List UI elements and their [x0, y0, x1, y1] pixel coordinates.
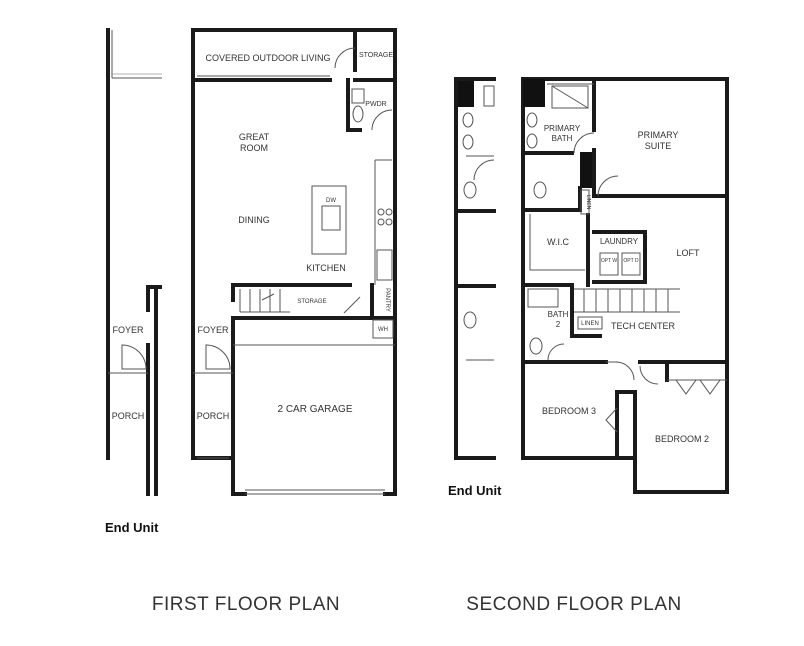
second-floor-neighbor-unit — [454, 77, 496, 460]
bedroom2-label: BEDROOM 2 — [655, 434, 709, 444]
garage-label: 2 CAR GARAGE — [277, 404, 352, 415]
neighbor-porch-label: PORCH — [112, 411, 145, 421]
tech-center-label: TECH CENTER — [611, 321, 676, 331]
dw-label: DW — [326, 198, 336, 204]
first-floor-labels: COVERED OUTDOOR LIVING STORAGE PWDR GREA… — [112, 52, 394, 421]
linen-label: LINEN — [581, 321, 599, 327]
first-floor-end-unit — [191, 28, 397, 496]
opt-w-label: OPT W — [601, 258, 618, 264]
linen-closet — [577, 316, 603, 330]
bath2-label-1: BATH — [548, 310, 569, 319]
second-floor-unit-label: End Unit — [448, 483, 502, 498]
great-room-label-2: ROOM — [240, 143, 268, 153]
primary-bath-label-1: PRIMARY — [544, 124, 581, 133]
neighbor-foyer-label: FOYER — [112, 325, 144, 335]
storage-stair-label: STORAGE — [297, 299, 326, 305]
pantry-label: PANTRY — [384, 288, 390, 312]
dining-label: DINING — [238, 215, 270, 225]
porch-label: PORCH — [197, 411, 230, 421]
primary-suite-label-1: PRIMARY — [638, 130, 679, 140]
first-floor-unit-label: End Unit — [105, 520, 159, 535]
kitchen-label: KITCHEN — [306, 263, 346, 273]
bath2-label-2: 2 — [556, 320, 561, 329]
great-room-label-1: GREAT — [239, 132, 270, 142]
linen-vertical-label: LINEN — [585, 195, 591, 210]
second-floor-labels: PRIMARY BATH PRIMARY SUITE LINEN W.I.C L… — [542, 124, 709, 444]
storage-top-label: STORAGE — [359, 52, 393, 59]
wic-label: W.I.C — [547, 237, 569, 247]
first-floor-caption: FIRST FLOOR PLAN — [152, 594, 340, 615]
primary-suite-label-2: SUITE — [645, 141, 672, 151]
opt-d-label: OPT D — [623, 258, 639, 264]
covered-outdoor-living-label: COVERED OUTDOOR LIVING — [205, 53, 330, 63]
pwdr-label: PWDR — [365, 101, 386, 108]
loft-label: LOFT — [676, 248, 700, 258]
first-floor-neighbor-unit — [106, 28, 162, 496]
second-floor-end-unit — [521, 77, 729, 494]
foyer-label: FOYER — [197, 325, 229, 335]
laundry-label: LAUNDRY — [600, 237, 639, 246]
primary-bath-label-2: BATH — [552, 134, 573, 143]
bedroom3-label: BEDROOM 3 — [542, 406, 596, 416]
wh-label: WH — [378, 327, 388, 333]
second-floor-caption: SECOND FLOOR PLAN — [466, 594, 681, 615]
